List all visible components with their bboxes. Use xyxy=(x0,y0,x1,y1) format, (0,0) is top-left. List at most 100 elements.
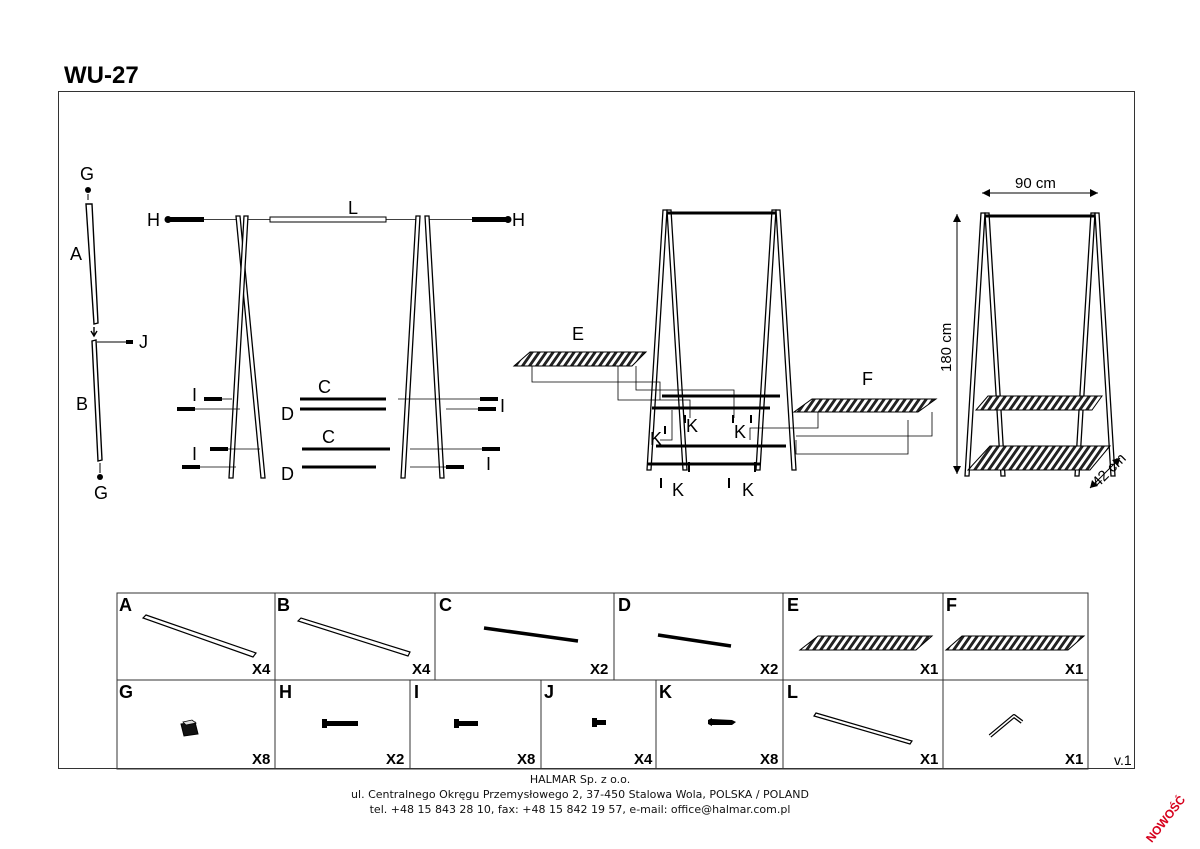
parts-table: A X4 B X4 C X2 D X2 E X1 F X1 xyxy=(116,592,1089,770)
left-frame-leg-2 xyxy=(228,215,249,479)
step-leg-assembly: G A J B G xyxy=(70,164,148,503)
screw-I-8 xyxy=(446,465,464,469)
dimension-width: 90 cm xyxy=(1015,175,1056,192)
svg-text:B: B xyxy=(277,595,290,615)
label-G-bottom: G xyxy=(94,483,108,503)
label-I-1: I xyxy=(192,385,197,405)
svg-text:A: A xyxy=(119,595,132,615)
svg-text:X4: X4 xyxy=(412,661,431,678)
svg-text:K: K xyxy=(659,682,672,702)
label-J: J xyxy=(139,332,148,352)
label-K-3: K xyxy=(734,422,746,442)
part-cell-J: J X4 xyxy=(544,682,653,768)
label-L: L xyxy=(348,198,358,218)
svg-text:X1: X1 xyxy=(1065,661,1083,678)
finished-shelf-upper xyxy=(974,395,1103,411)
svg-text:X4: X4 xyxy=(634,751,653,768)
label-I-4: I xyxy=(486,454,491,474)
svg-text:C: C xyxy=(439,595,452,615)
part-screw-J-image xyxy=(594,720,606,725)
screw-J xyxy=(126,340,133,344)
company-contact: tel. +48 15 843 28 10, fax: +48 15 842 1… xyxy=(369,803,791,816)
finished-product: 90 cm 180 cm 42 cm xyxy=(938,175,1130,491)
label-K-5: K xyxy=(742,480,754,500)
part-shelf-F-image xyxy=(944,635,1086,651)
part-leg-A-image xyxy=(141,614,257,658)
label-G-top: G xyxy=(80,164,94,184)
label-F: F xyxy=(862,369,873,389)
company-address: ul. Centralnego Okręgu Przemysłowego 2, … xyxy=(351,788,809,801)
svg-text:I: I xyxy=(414,682,419,702)
part-shelf-E-image xyxy=(798,635,934,651)
rail-L xyxy=(269,216,387,223)
step-shelf-assembly: E F K K K K K xyxy=(512,209,938,500)
svg-text:L: L xyxy=(787,682,798,702)
label-D-2: D xyxy=(281,464,294,484)
svg-text:J: J xyxy=(544,682,554,702)
svg-text:X4: X4 xyxy=(252,661,271,678)
screw-I-3 xyxy=(480,397,498,401)
step-frame-assembly: H L H I C D I I xyxy=(147,198,525,484)
svg-text:X2: X2 xyxy=(760,661,778,678)
foot-cap-G-top xyxy=(85,187,91,193)
dimension-height: 180 cm xyxy=(938,323,955,372)
leg-A xyxy=(85,203,99,325)
part-cell-E: E X1 xyxy=(787,595,938,678)
right-frame-leg-2 xyxy=(424,215,445,479)
label-H-left: H xyxy=(147,210,160,230)
label-C-1: C xyxy=(318,377,331,397)
svg-text:X8: X8 xyxy=(252,751,270,768)
svg-text:X2: X2 xyxy=(386,751,404,768)
part-screw-K-image xyxy=(712,719,736,725)
company-name: HALMAR Sp. z o.o. xyxy=(529,773,631,786)
label-A: A xyxy=(70,244,82,264)
svg-text:D: D xyxy=(618,595,631,615)
finished-shelf-lower xyxy=(966,445,1112,471)
label-E: E xyxy=(572,324,584,344)
screw-I-1 xyxy=(204,397,222,401)
right-frame-leg-1 xyxy=(400,215,421,479)
svg-text:F: F xyxy=(946,595,957,615)
part-cell-allen-key: X1 xyxy=(988,714,1083,768)
label-K-2: K xyxy=(650,429,662,449)
foot-cap-G-bottom xyxy=(97,474,103,480)
part-screw-I-image xyxy=(456,721,478,726)
shelf-F xyxy=(792,398,938,413)
part-cell-H: H X2 xyxy=(279,682,404,768)
screw-I-6 xyxy=(182,465,200,469)
part-rail-L-image xyxy=(813,712,913,745)
part-cell-C: C X2 xyxy=(439,595,608,678)
part-cell-K: K X8 xyxy=(659,682,778,768)
part-crossbar-C-image xyxy=(483,626,579,643)
screw-I-5 xyxy=(210,447,228,451)
label-D-1: D xyxy=(281,404,294,424)
screw-I-2 xyxy=(177,407,195,411)
screw-I-4 xyxy=(478,407,496,411)
part-leg-B-image xyxy=(296,617,411,657)
screw-I-7 xyxy=(482,447,500,451)
part-bolt-H-image xyxy=(324,721,358,726)
part-crossbar-D-image xyxy=(657,633,732,648)
svg-text:G: G xyxy=(119,682,133,702)
label-H-right: H xyxy=(512,210,525,230)
svg-text:X8: X8 xyxy=(517,751,535,768)
label-K-1: K xyxy=(686,416,698,436)
part-cell-B: B X4 xyxy=(277,595,431,678)
leg-B xyxy=(91,339,103,462)
svg-text:X1: X1 xyxy=(920,661,938,678)
svg-text:X2: X2 xyxy=(590,661,608,678)
label-I-2: I xyxy=(500,396,505,416)
shelf-E xyxy=(512,351,648,367)
arrow-connect xyxy=(90,327,98,338)
label-B: B xyxy=(76,394,88,414)
part-cell-F: F X1 xyxy=(944,595,1086,678)
bolt-H-right xyxy=(472,217,508,222)
svg-text:H: H xyxy=(279,682,292,702)
svg-text:X1: X1 xyxy=(920,751,938,768)
part-cell-I: I X8 xyxy=(414,682,535,768)
part-cell-L: L X1 xyxy=(787,682,938,768)
part-cell-D: D X2 xyxy=(618,595,778,678)
label-K-4: K xyxy=(672,480,684,500)
label-C-2: C xyxy=(322,427,335,447)
